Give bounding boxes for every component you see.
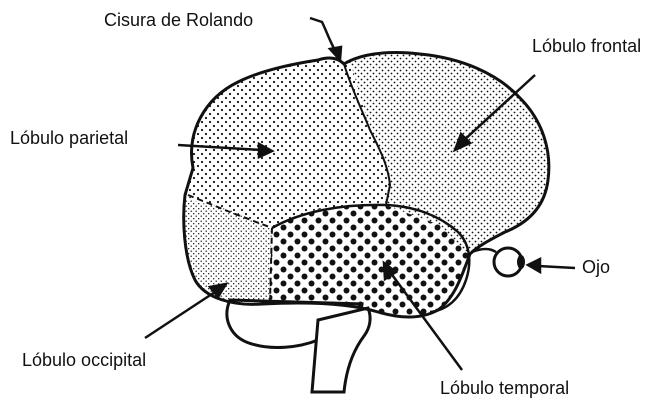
eye-arrow bbox=[538, 266, 575, 268]
label-lobulo-parietal: Lóbulo parietal bbox=[10, 128, 128, 148]
eye-arrowhead bbox=[528, 259, 540, 272]
label-cisura-de-rolando: Cisura de Rolando bbox=[104, 10, 253, 30]
optic-nerve bbox=[472, 249, 496, 252]
rolando-arrow bbox=[310, 18, 336, 52]
label-ojo: Ojo bbox=[582, 257, 610, 277]
label-lobulo-temporal: Lóbulo temporal bbox=[440, 378, 569, 398]
label-lobulo-frontal: Lóbulo frontal bbox=[532, 36, 641, 56]
occipital-arrow bbox=[145, 290, 218, 338]
label-lobulo-occipital: Lóbulo occipital bbox=[22, 350, 146, 370]
brainstem-shape bbox=[312, 308, 370, 392]
eye-cornea bbox=[517, 255, 525, 269]
